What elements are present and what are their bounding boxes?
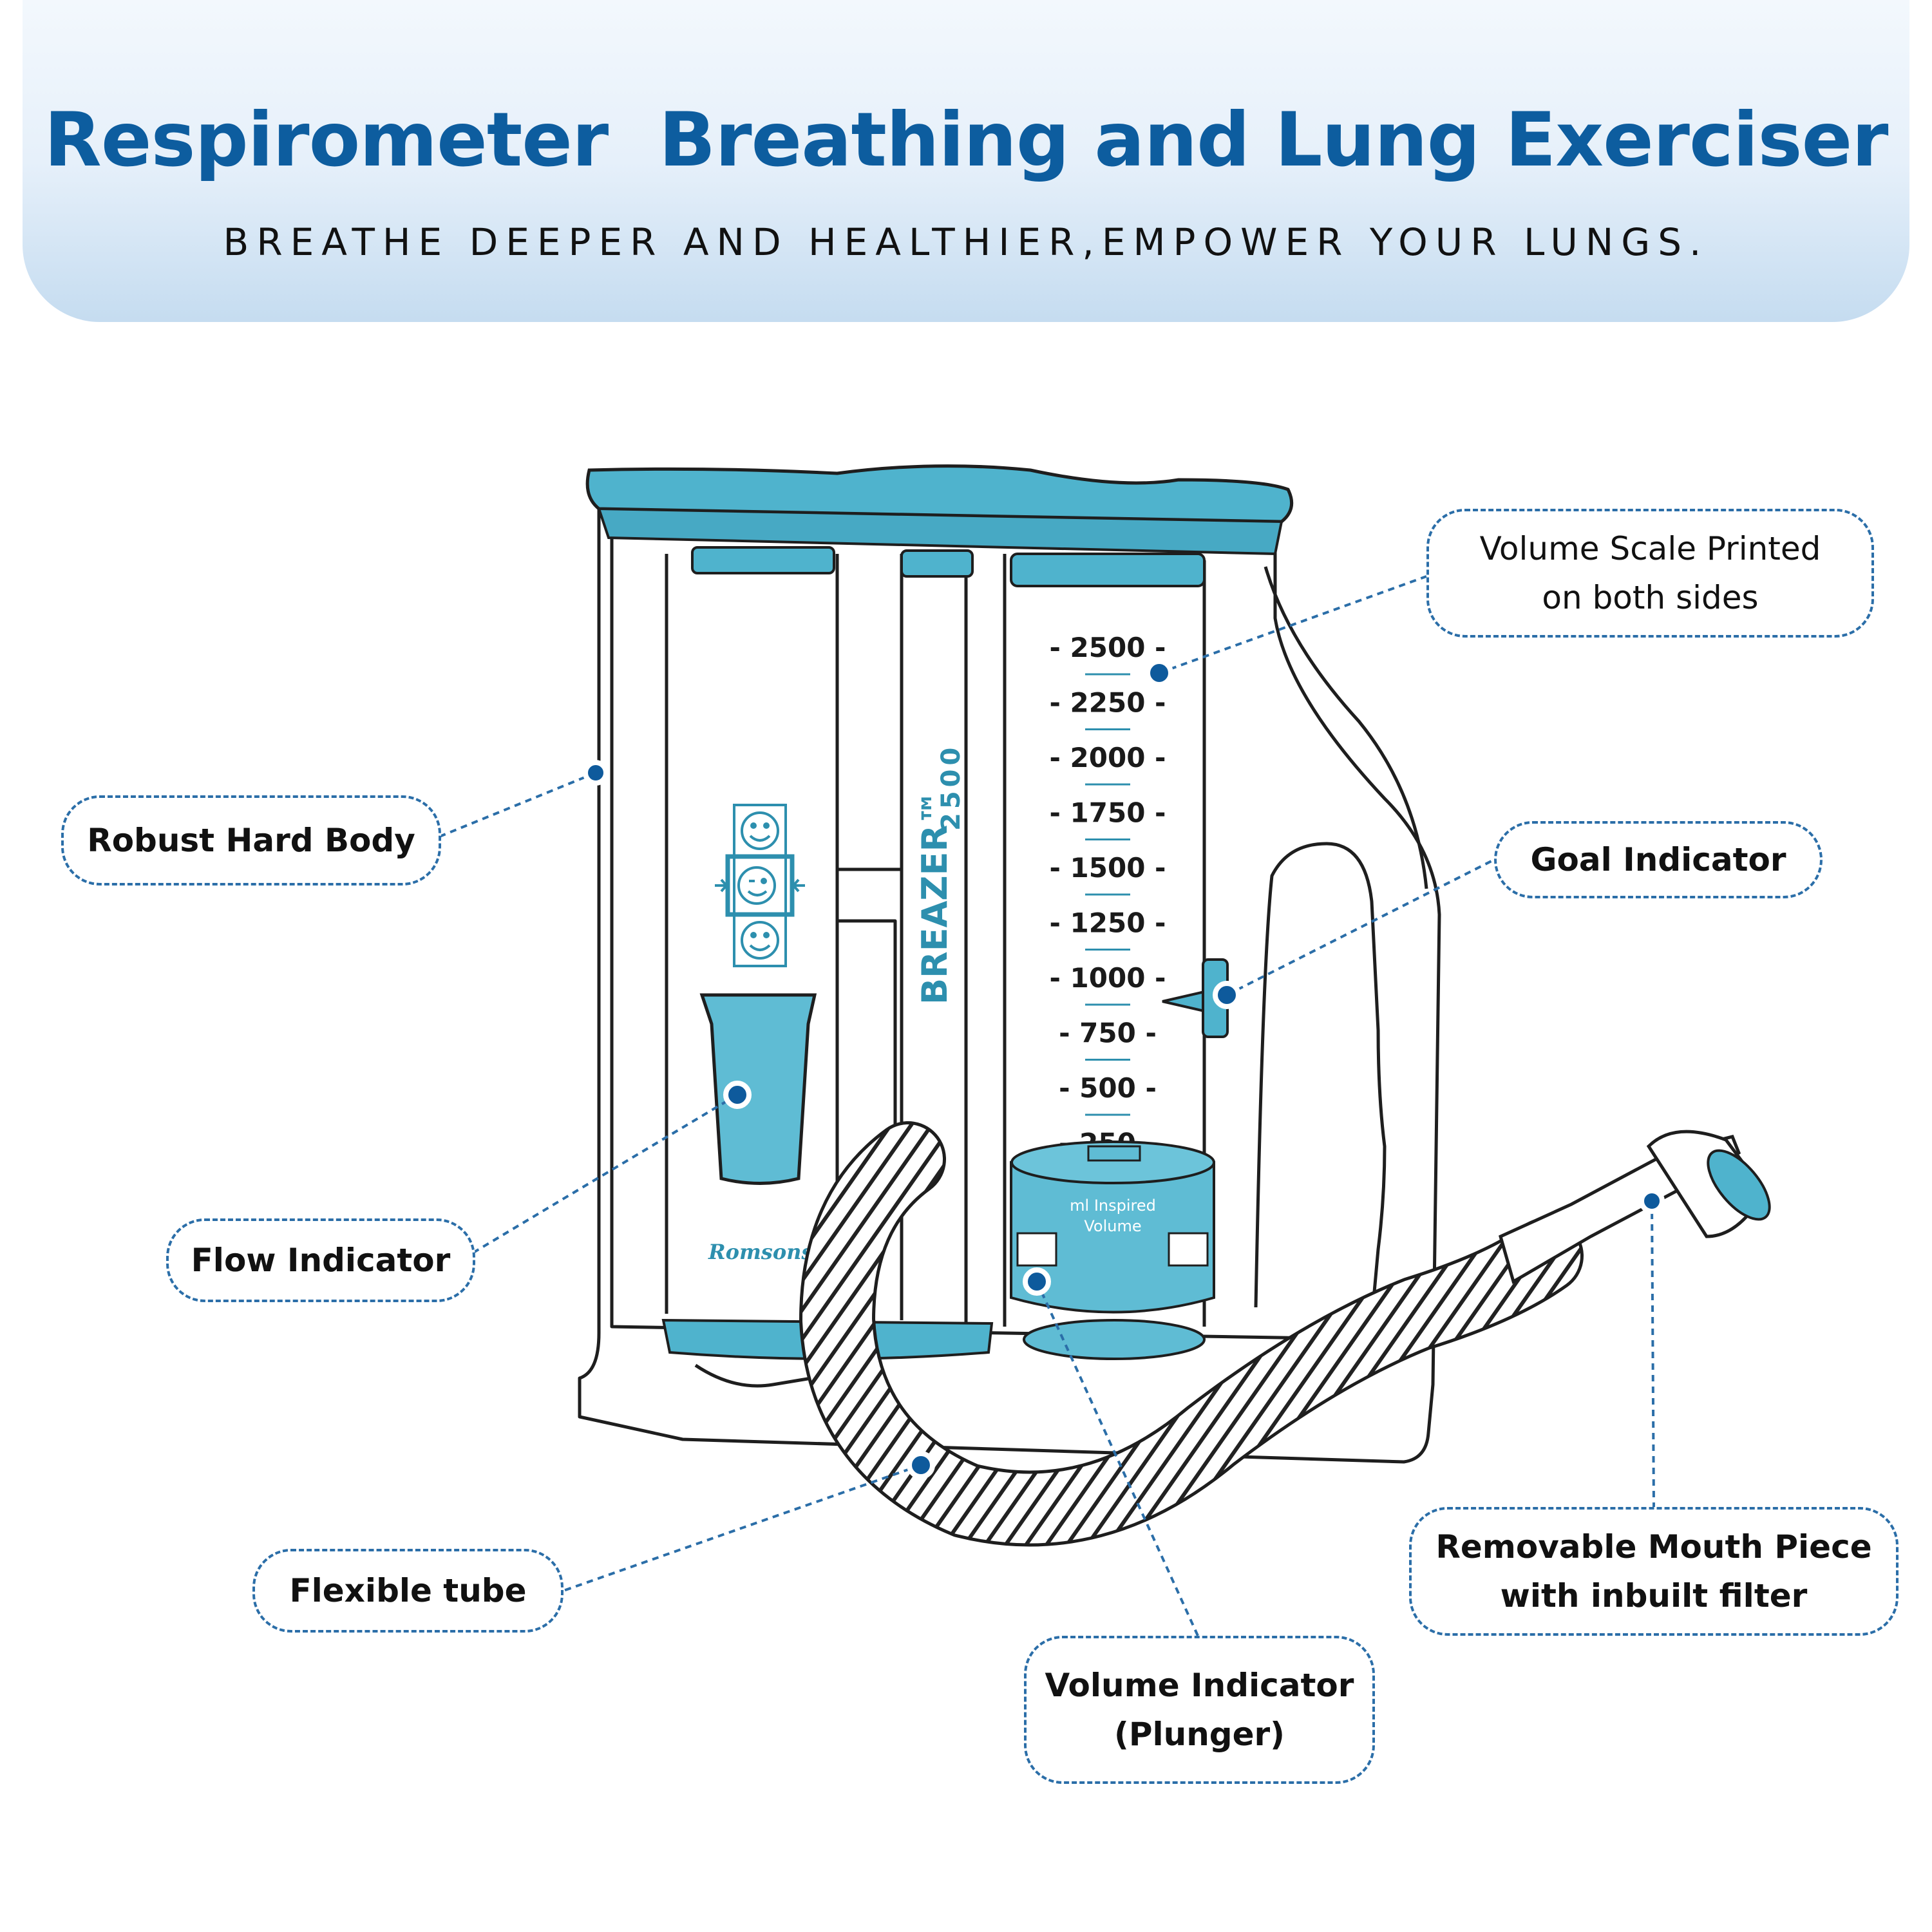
winking-smiley-icon xyxy=(737,866,776,905)
mouth-piece xyxy=(1499,1130,1771,1284)
scale-label: - 2000 - xyxy=(1049,742,1166,773)
callout-flow-indicator: Flow Indicator xyxy=(166,1218,475,1302)
tube-ribs xyxy=(802,1124,1580,1544)
marker-dot xyxy=(723,1081,752,1109)
model-number: 2500 xyxy=(936,744,966,831)
flow-face-chart xyxy=(715,804,805,967)
header-banner xyxy=(23,0,1909,322)
page-subtitle: BREATHE DEEPER AND HEALTHIER,EMPOWER YOU… xyxy=(223,220,1709,264)
callout-robust-body: Robust Hard Body xyxy=(61,795,441,886)
scale-label: - 1750 - xyxy=(1049,797,1166,829)
scale-label: - 2250 - xyxy=(1049,687,1166,719)
scale-label: - 500 - xyxy=(1059,1072,1157,1104)
marker-dot xyxy=(583,760,609,786)
page-title: Respirometer Breathing and Lung Exercise… xyxy=(44,97,1889,184)
flow-indicator-cup xyxy=(699,993,817,1185)
plunger-label: ml Inspired xyxy=(1070,1197,1156,1215)
marker-dot xyxy=(1213,981,1241,1009)
top-cap xyxy=(585,464,1294,587)
leader-lines xyxy=(437,575,1655,1636)
scale-label: - 750 - xyxy=(1059,1018,1157,1049)
marker-dot xyxy=(907,1451,935,1479)
scale-label: - 1000 - xyxy=(1049,962,1166,994)
volume-plunger: ml Inspired Volume xyxy=(1010,1141,1215,1360)
scale-label: - 1250 - xyxy=(1049,907,1166,939)
callout-volume-indicator: Volume Indicator (Plunger) xyxy=(1024,1636,1375,1784)
marker-dot xyxy=(1145,659,1173,687)
plunger-label-2: Volume xyxy=(1084,1217,1141,1235)
brand-logo: Romsons xyxy=(708,1240,813,1264)
volume-scale: - 2500 - - 2250 - - 2000 - - 1750 - - 1500 -… xyxy=(1049,632,1166,1171)
smiley-icon xyxy=(741,921,779,960)
marker-dot xyxy=(1639,1188,1665,1214)
model-name: BREAZER™ xyxy=(914,790,955,1005)
callout-mouth-piece: Removable Mouth Piece with inbuilt filte… xyxy=(1409,1507,1899,1636)
marker-dot xyxy=(1023,1267,1051,1296)
scale-label: - 2500 - xyxy=(1049,632,1166,663)
marker-dots xyxy=(583,659,1665,1479)
scale-label: - 1500 - xyxy=(1049,852,1166,884)
callout-volume-scale: Volume Scale Printed on both sides xyxy=(1426,509,1874,638)
device-body xyxy=(578,509,1441,1464)
callout-flexible-tube: Flexible tube xyxy=(252,1549,564,1633)
callout-goal-indicator: Goal Indicator xyxy=(1494,821,1823,898)
smiley-icon xyxy=(741,811,779,850)
